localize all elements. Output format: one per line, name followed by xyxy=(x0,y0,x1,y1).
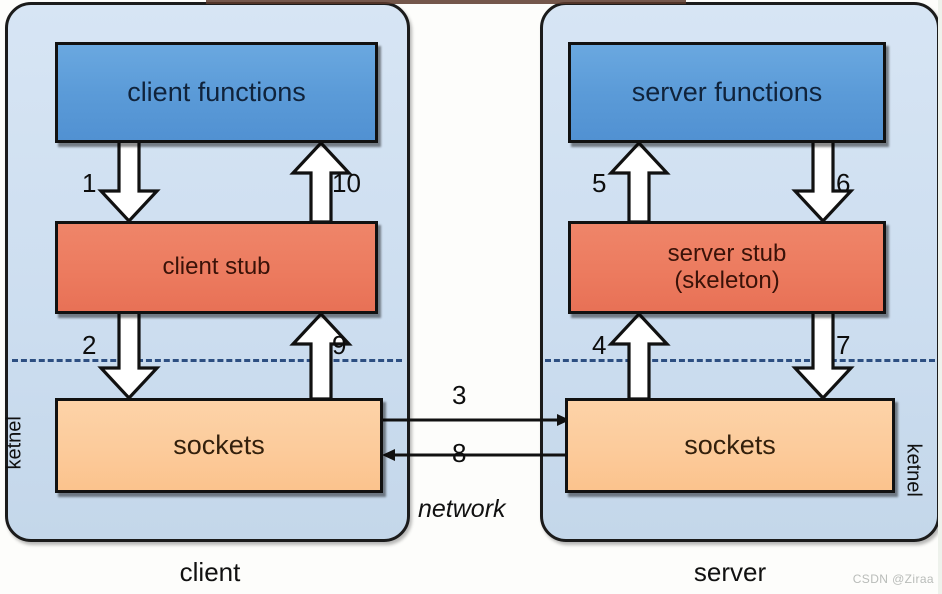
arrow-client-functions-to-stub xyxy=(97,139,161,224)
client-sockets-label: sockets xyxy=(173,430,265,461)
server-stub-label-line1: server stub xyxy=(667,239,787,267)
server-functions-box: server functions xyxy=(568,42,886,143)
arrow-server-sockets-to-stub xyxy=(607,311,671,401)
step-10-label: 10 xyxy=(332,168,361,198)
watermark: CSDN @Ziraa xyxy=(852,572,934,586)
step-8-label: 8 xyxy=(452,438,467,468)
client-kernel-label: ketnel xyxy=(2,400,28,510)
network-request-line xyxy=(381,414,571,426)
server-sockets-label: sockets xyxy=(684,430,776,461)
step-6-label: 6 xyxy=(836,168,851,198)
server-kernel-boundary xyxy=(545,359,935,362)
server-caption: server xyxy=(693,557,767,587)
server-sockets-box: sockets xyxy=(565,398,895,493)
client-sockets-box: sockets xyxy=(55,398,383,493)
arrow-server-functions-to-stub xyxy=(791,139,855,224)
step-3-label: 3 xyxy=(452,380,467,410)
client-kernel-label-text: ketnel xyxy=(3,416,26,470)
network-reply-line xyxy=(381,449,571,461)
client-functions-label: client functions xyxy=(127,77,306,108)
server-kernel-label-text: ketnel xyxy=(902,443,925,497)
server-kernel-label: ketnel xyxy=(900,400,926,510)
step-5-label: 5 xyxy=(592,168,607,198)
client-stub-label: client stub xyxy=(162,253,271,281)
step-4-label: 4 xyxy=(592,330,607,360)
server-stub-box: server stub (skeleton) xyxy=(568,221,886,314)
top-edge-strip xyxy=(206,0,686,4)
client-kernel-boundary xyxy=(12,359,402,362)
server-stub-label-line2: (skeleton) xyxy=(674,266,780,294)
right-edge-strip xyxy=(938,0,942,594)
step-9-label: 9 xyxy=(332,330,347,360)
client-caption: client xyxy=(179,557,241,587)
network-label: network xyxy=(418,495,506,523)
server-functions-label: server functions xyxy=(631,77,823,108)
step-1-label: 1 xyxy=(82,168,97,198)
arrow-server-stub-to-sockets xyxy=(791,310,855,401)
arrow-server-stub-to-functions xyxy=(607,140,671,224)
client-functions-box: client functions xyxy=(55,42,378,143)
client-stub-box: client stub xyxy=(55,221,378,314)
step-2-label: 2 xyxy=(82,330,97,360)
step-7-label: 7 xyxy=(836,330,851,360)
arrow-client-stub-to-sockets xyxy=(97,310,161,401)
